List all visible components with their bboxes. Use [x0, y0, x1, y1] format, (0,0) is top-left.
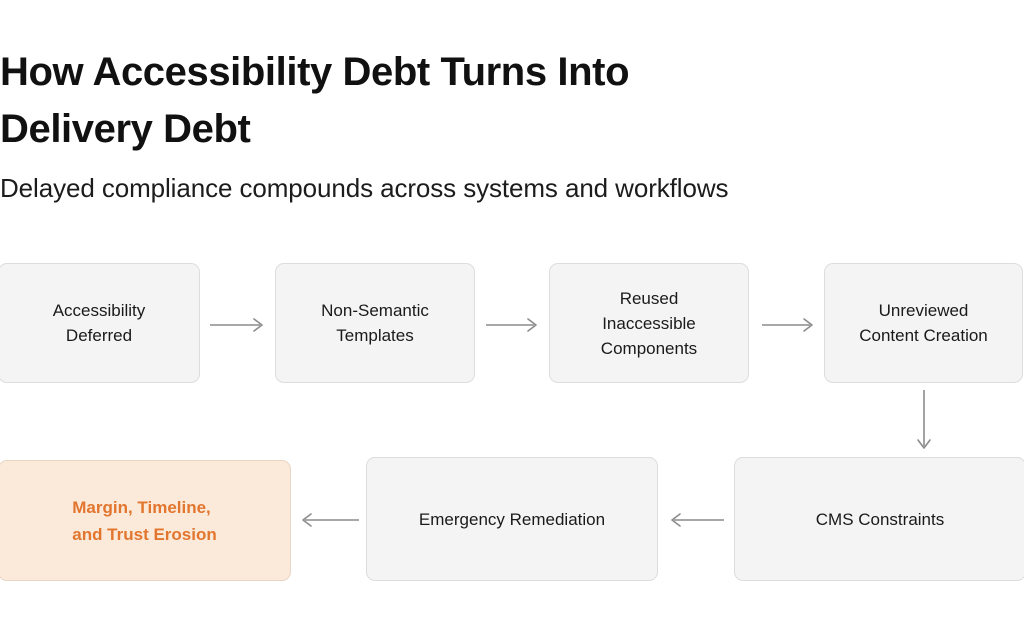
page-title: How Accessibility Debt Turns Into Delive…	[0, 50, 630, 151]
flow-node-label: Unreviewed Content Creation	[859, 301, 988, 345]
arrow-right-icon	[762, 318, 813, 332]
flow-node-unreviewed-content-creation[interactable]: Unreviewed Content Creation	[824, 263, 1023, 383]
flow-node-margin-timeline-trust-erosion[interactable]: Margin, Timeline, and Trust Erosion	[0, 460, 291, 581]
flow-node-emergency-remediation[interactable]: Emergency Remediation	[366, 457, 658, 581]
flow-node-label: Accessibility Deferred	[52, 301, 146, 345]
arrow-right-icon	[486, 318, 537, 332]
flow-node-cms-constraints[interactable]: CMS Constraints	[734, 457, 1024, 581]
flow-node-non-semantic-templates[interactable]: Non-Semantic Templates	[275, 263, 475, 383]
flow-node-reused-inaccessible-components[interactable]: Reused Inaccessible Components	[549, 263, 749, 383]
flow-node-label: CMS Constraints	[815, 509, 945, 529]
flow-node-label: Non-Semantic Templates	[321, 301, 429, 345]
flow-node-label: Margin, Timeline, and Trust Erosion	[72, 497, 217, 544]
page-subtitle: Delayed compliance compounds across syst…	[0, 173, 729, 203]
flow-node-accessibility-deferred[interactable]: Accessibility Deferred	[0, 263, 200, 383]
arrow-right-icon	[210, 318, 263, 332]
flow-node-label: Reused Inaccessible Components	[600, 288, 698, 358]
header: How Accessibility Debt Turns Into Delive…	[0, 44, 1024, 204]
arrow-down-icon	[917, 390, 931, 449]
arrow-left-icon	[302, 513, 359, 527]
arrow-left-icon	[671, 513, 724, 527]
flow-node-label: Emergency Remediation	[418, 509, 606, 529]
